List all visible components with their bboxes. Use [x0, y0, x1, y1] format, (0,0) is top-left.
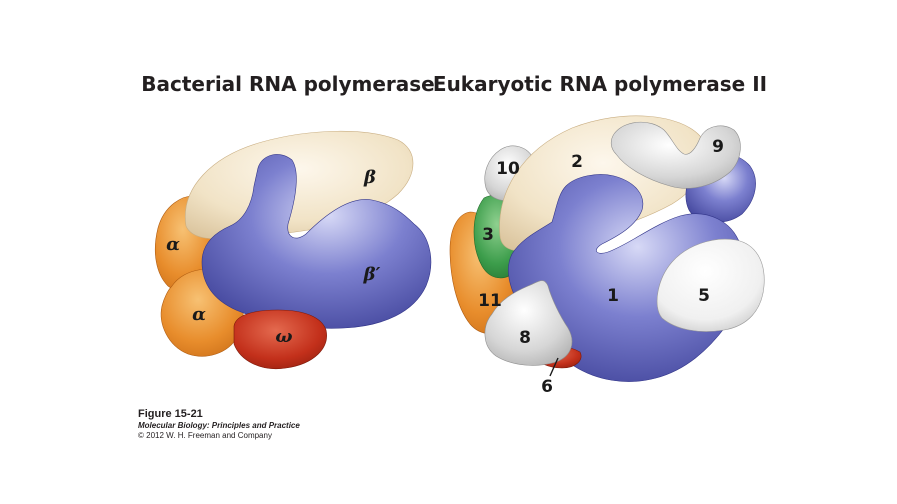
- caption-book-title: Molecular Biology: Principles and Practi…: [138, 421, 300, 430]
- eukaryotic-polymerase: 10 2 9 3 1 5 11 8 6: [449, 115, 765, 397]
- bacterial-beta-prime-subunit: [201, 154, 432, 329]
- rpb6-pointer-line: [549, 357, 559, 377]
- bacterial-polymerase: β α β′ α ω: [154, 130, 432, 370]
- label-11: 11: [478, 291, 502, 311]
- label-2: 2: [571, 152, 583, 172]
- rpb9-subunit: [610, 121, 741, 189]
- label-6: 6: [541, 377, 553, 397]
- label-10: 10: [496, 159, 520, 179]
- label-5: 5: [698, 286, 710, 306]
- eukaryotic-title: Eukaryotic RNA polymerase II: [433, 72, 767, 96]
- label-alpha-upper: α: [166, 234, 180, 255]
- caption-copyright: © 2012 W. H. Freeman and Company: [138, 431, 272, 440]
- label-alpha-lower: α: [192, 304, 206, 325]
- label-9: 9: [712, 137, 724, 157]
- label-1: 1: [607, 286, 619, 306]
- label-8: 8: [519, 328, 531, 348]
- rpb5-subunit: [656, 238, 765, 332]
- caption-figure-number: Figure 15-21: [138, 408, 203, 420]
- rpb8-subunit: [484, 280, 573, 366]
- label-beta: β: [363, 167, 376, 188]
- label-3: 3: [482, 225, 494, 245]
- label-beta-prime: β′: [363, 264, 381, 285]
- figure-caption: Figure 15-21 Molecular Biology: Principl…: [138, 408, 300, 440]
- bacterial-title: Bacterial RNA polymerase: [141, 72, 435, 96]
- bacterial-omega-subunit: [233, 309, 327, 370]
- label-omega: ω: [275, 326, 292, 347]
